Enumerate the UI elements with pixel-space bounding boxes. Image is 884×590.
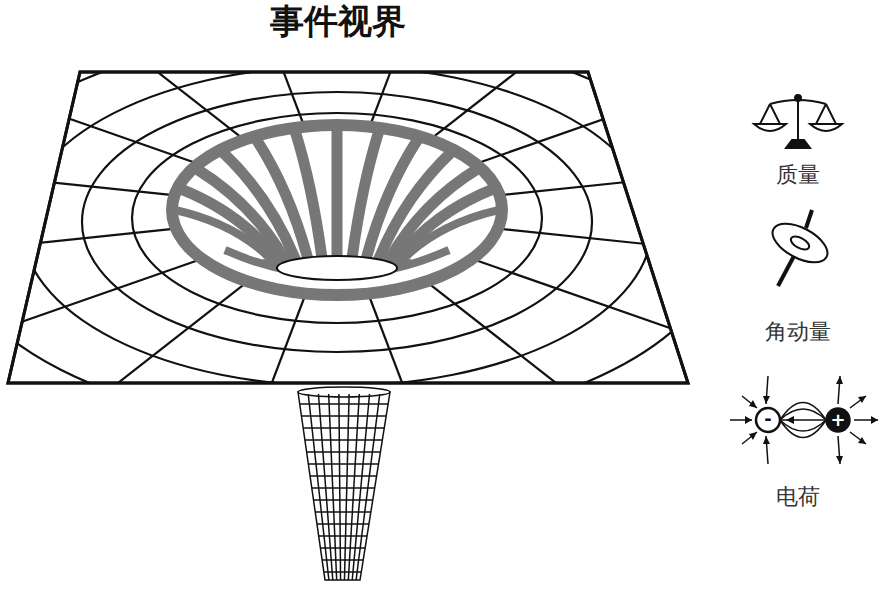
electric-charge-icon [730, 376, 878, 464]
tube-line [339, 394, 341, 580]
grid-line [420, 0, 837, 147]
tube-ring [315, 511, 371, 513]
tube-ring [307, 451, 381, 453]
funnel-stripe [332, 128, 343, 258]
tube-line [318, 394, 332, 580]
grid-line [0, 0, 212, 169]
mass-balance-icon [754, 95, 842, 148]
tube-ring [320, 547, 365, 549]
grid-line [462, 255, 884, 473]
tube-line [352, 394, 369, 580]
grid-line [366, 289, 512, 590]
grid-line [0, 277, 254, 590]
charge-sign: + [830, 411, 845, 429]
title: 事件视界 [270, 3, 406, 40]
tube-ring [319, 535, 367, 537]
grid-line [484, 120, 884, 196]
grid-line [0, 255, 212, 473]
tube-line [344, 394, 349, 580]
tube-line [348, 394, 359, 580]
tube-ring [312, 487, 375, 489]
icon-label: 质量 [776, 163, 820, 187]
event-horizon-funnel [172, 125, 502, 295]
tube-ring [324, 571, 361, 573]
grid-line [161, 289, 307, 590]
tube-ring [300, 403, 388, 405]
tube-ring [322, 559, 363, 561]
tube-ring [314, 499, 373, 501]
tube-ring [301, 415, 386, 417]
grid-line [0, 0, 254, 147]
tube-ring [305, 439, 382, 441]
grid-line [484, 227, 884, 303]
funnel-stripe [295, 131, 322, 259]
tube-ring [310, 475, 377, 477]
angular-momentum-top-icon [766, 210, 833, 286]
tube-ring [317, 523, 369, 525]
tube-ring [308, 463, 378, 465]
tube-line [329, 394, 337, 580]
singularity-tube [298, 387, 390, 580]
charge-sign: - [764, 410, 771, 428]
tube-ring [303, 427, 384, 429]
grid-line [0, 120, 190, 196]
icon-label: 电荷 [776, 485, 820, 509]
tube-line [356, 394, 380, 580]
icon-label: 角动量 [765, 320, 831, 344]
grid-line [420, 277, 837, 590]
grid-line [462, 0, 884, 169]
